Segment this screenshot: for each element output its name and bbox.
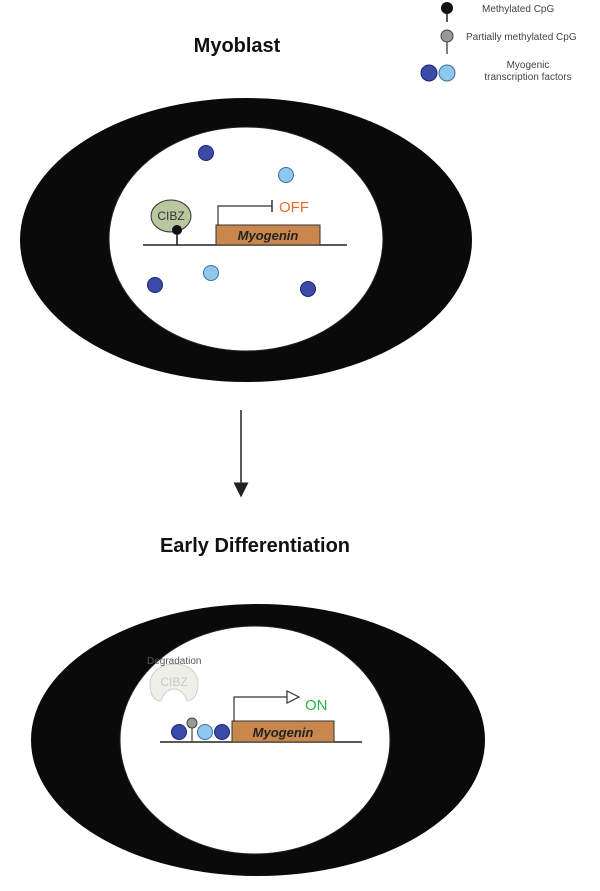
degraded-cibz-label: CIBZ xyxy=(160,675,187,689)
myoblast-title: Myoblast xyxy=(194,35,281,57)
legend-tf-label-line1: Myogenic xyxy=(507,60,550,71)
partially-methylated-cpg-icon xyxy=(186,717,198,742)
transcription-factor-dark xyxy=(147,277,163,293)
transcription-factors-icon xyxy=(420,64,456,82)
active-promoter-arrow xyxy=(233,696,288,721)
myogenin-gene-box xyxy=(215,224,321,246)
blocked-promoter-arrow xyxy=(217,205,272,225)
myogenin-gene-box xyxy=(231,720,335,743)
differentiating-gene-locus: Myogenin ON xyxy=(160,690,362,743)
legend-tf-label-line2: transcription factors xyxy=(484,72,571,83)
degraded-cibz-protein: CIBZ xyxy=(149,663,199,702)
myogenin-label: Myogenin xyxy=(253,725,314,740)
myoblast-free-tfs xyxy=(147,145,316,297)
gene-state-off: OFF xyxy=(279,199,309,216)
legend-partially-methylated-label: Partially methylated CpG xyxy=(466,32,577,43)
cibz-protein xyxy=(150,199,192,233)
early-differentiation-title: Early Differentiation xyxy=(160,535,350,557)
transcription-factor-dark xyxy=(198,145,214,161)
bound-transcription-factor-light xyxy=(197,724,213,740)
bound-transcription-factor-dark xyxy=(214,724,230,740)
transcription-factor-light xyxy=(203,265,219,281)
gene-state-on: ON xyxy=(305,697,328,714)
partially-methylated-cpg-icon xyxy=(440,29,454,54)
methylated-cpg-icon xyxy=(441,2,453,22)
transcription-factor-dark xyxy=(300,281,316,297)
active-arrowhead-icon xyxy=(286,690,301,704)
bound-transcription-factor-dark xyxy=(171,724,187,740)
legend: Methylated CpG Partially methylated CpG … xyxy=(420,2,577,83)
myogenin-label: Myogenin xyxy=(238,228,299,243)
legend-methylated-label: Methylated CpG xyxy=(482,4,554,15)
cibz-label: CIBZ xyxy=(157,209,184,223)
myoblast-gene-locus: CIBZ Myogenin OFF xyxy=(143,199,347,246)
degradation-label: Degradation xyxy=(147,656,201,667)
methylated-cpg-icon xyxy=(172,225,182,245)
transcription-factor-light xyxy=(278,167,294,183)
